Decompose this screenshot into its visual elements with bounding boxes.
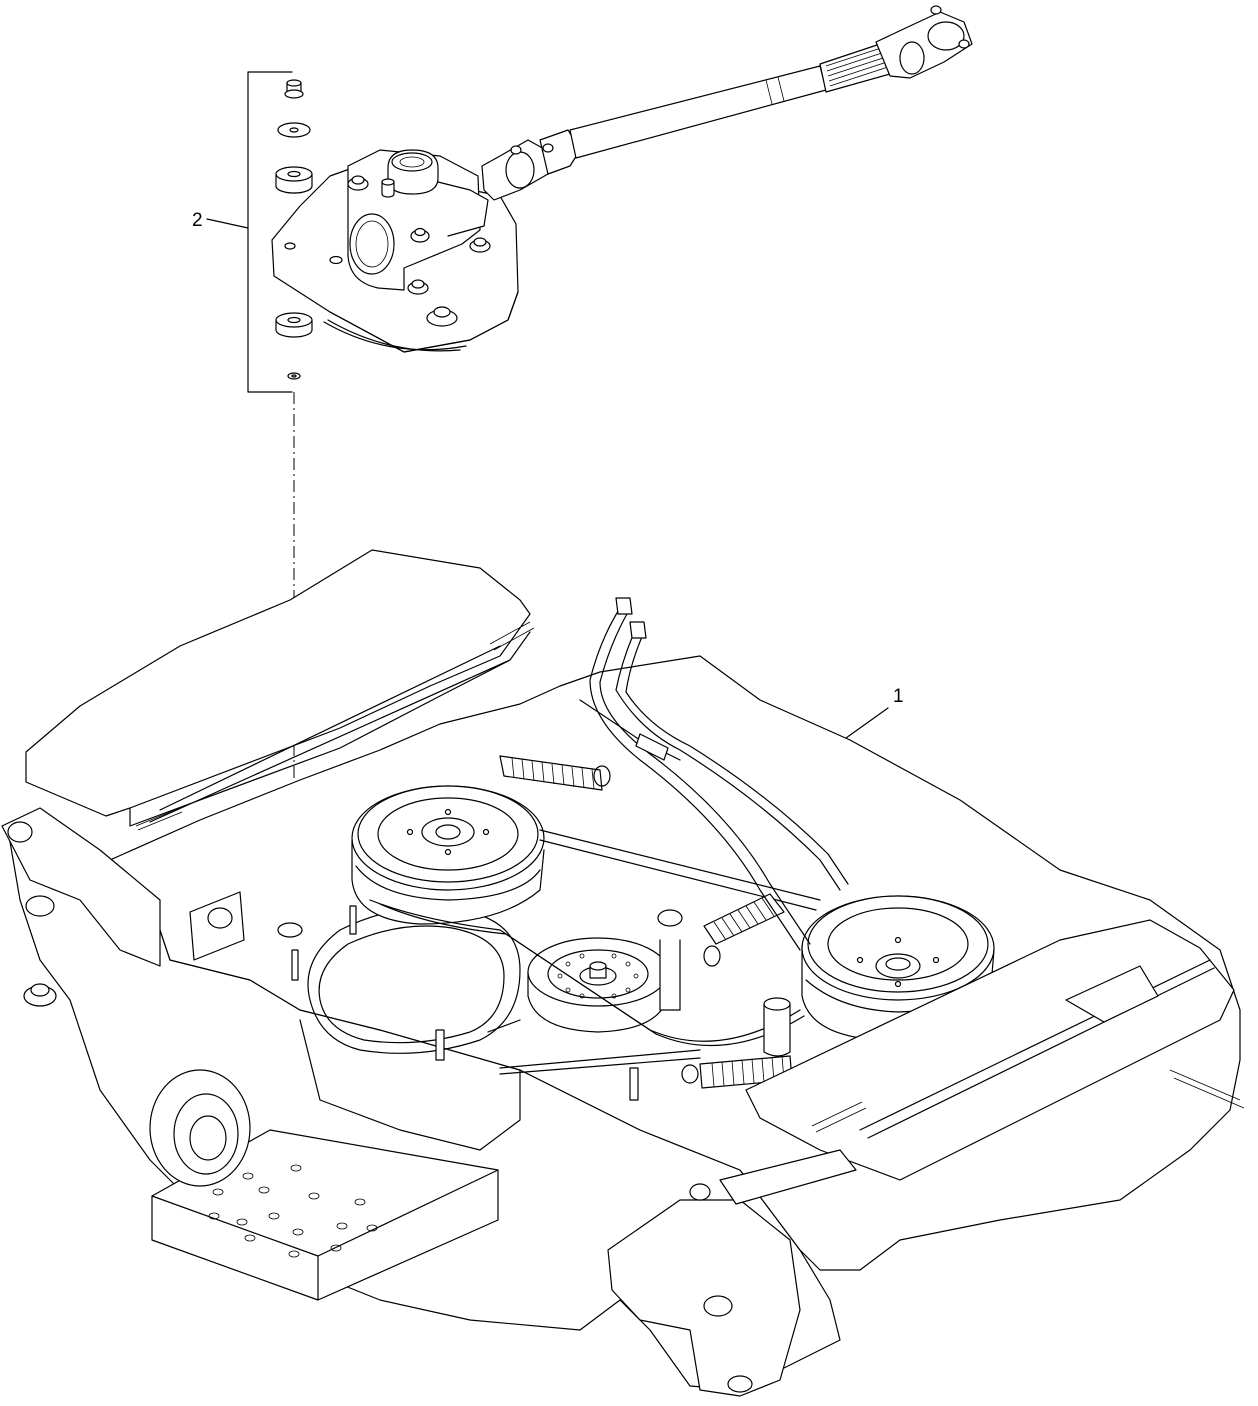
universal-joint-lower [481,129,581,201]
deck-roller-wheel [149,1069,251,1187]
plate-bolt-5 [426,306,458,327]
hydraulic-hoses [579,597,849,951]
callout-2-bracket [247,71,293,393]
right-cover-decal [1065,965,1159,1023]
tension-spring-upper [499,755,611,791]
callout-1-label: 1 [893,686,904,707]
fastener-stack [275,79,313,380]
left-spindle-recess [307,906,521,1054]
gearbox-top-port [391,152,433,172]
left-side-hardware [1,807,303,1007]
gearbox-output-boss [349,213,395,275]
rubber-isolator-lower [275,312,313,338]
deck-pins [291,905,791,1101]
callout-2-leader [206,218,249,229]
plate-bolt-3 [469,237,491,253]
tension-spring-middle [703,893,785,967]
callout-2-label: 2 [192,210,203,231]
top-nut [284,79,304,99]
plate-bolt-1 [347,175,369,191]
left-belt-cover [25,549,531,817]
right-cover-spring [811,1069,1245,1133]
right-rear-hardware [607,1149,857,1397]
callout-2: 2 [192,71,293,393]
center-idler-pulley [527,937,669,1033]
deck-step-plate [151,1129,499,1301]
cover-spring [135,621,535,831]
drive-shaft-tube [569,65,827,159]
lock-washer [287,372,301,380]
left-spindle-pulley [351,785,545,925]
plate-bolt-2 [410,227,430,243]
mower-deck-assembly [1,549,1245,1397]
plate-bolt-4 [407,279,429,295]
flat-washer [277,122,311,138]
universal-joint-upper [875,5,973,79]
rubber-isolator-upper [275,166,313,194]
gearbox-assembly [271,5,973,353]
